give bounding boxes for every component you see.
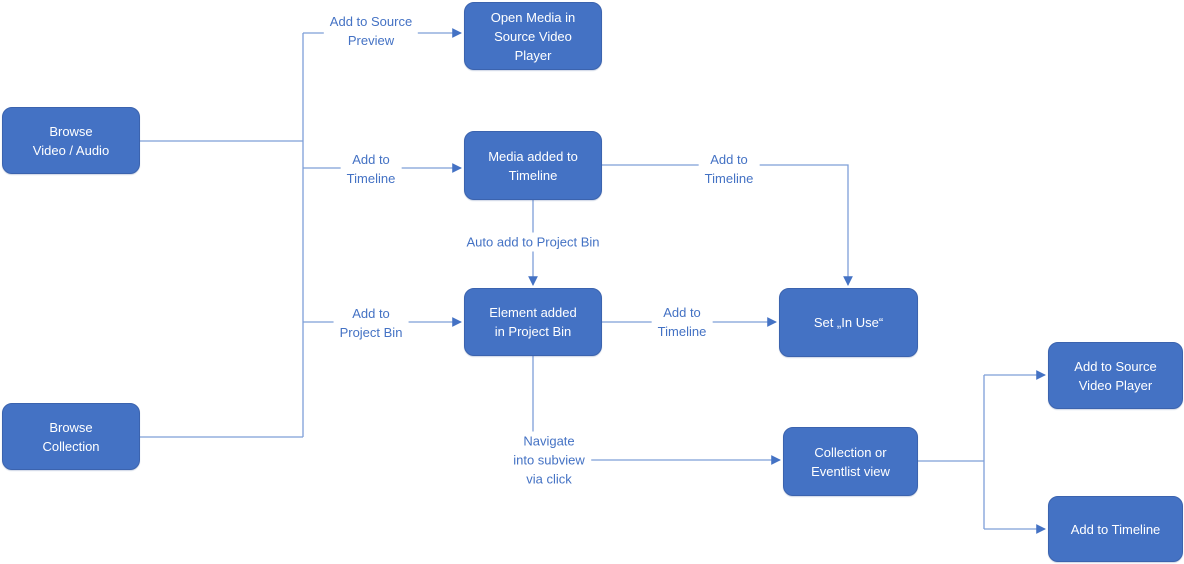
edge-label-add-to-project-bin: Add to Project Bin <box>333 304 409 342</box>
node-add-to-source-video-player: Add to Source Video Player <box>1048 342 1183 409</box>
node-media-added-timeline: Media added to Timeline <box>464 131 602 200</box>
node-browse-collection: Browse Collection <box>2 403 140 470</box>
edge-label-navigate-subview: Navigate into subview via click <box>507 431 591 489</box>
connector-media-to-set-in-use <box>602 164 853 286</box>
node-add-to-timeline: Add to Timeline <box>1048 496 1183 562</box>
node-browse-video-audio: Browse Video / Audio <box>2 107 140 174</box>
edge-label-add-to-timeline-left: Add to Timeline <box>340 150 402 188</box>
node-collection-eventlist-view: Collection or Eventlist view <box>783 427 918 496</box>
edge-label-auto-add-project-bin: Auto add to Project Bin <box>460 232 606 252</box>
node-set-in-use: Set „In Use“ <box>779 288 918 357</box>
edge-label-add-to-timeline-upper: Add to Timeline <box>698 150 760 188</box>
edge-label-add-to-source-preview: Add to Source Preview <box>323 12 419 50</box>
edge-label-add-to-timeline-mid: Add to Timeline <box>651 303 713 341</box>
node-open-media-source-player: Open Media in Source Video Player <box>464 2 602 70</box>
node-element-added-project-bin: Element added in Project Bin <box>464 288 602 356</box>
